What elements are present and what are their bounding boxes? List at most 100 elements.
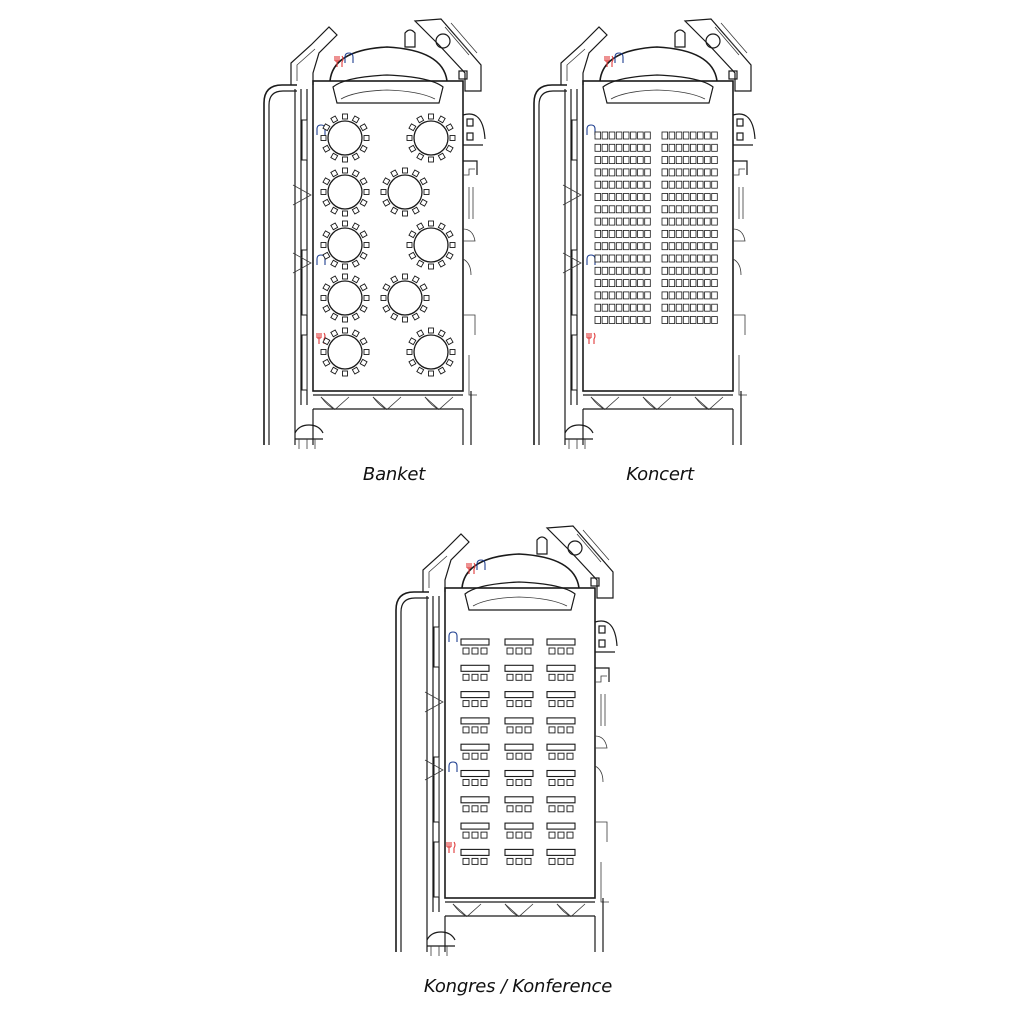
table-top xyxy=(327,227,363,263)
fork-knife-icon xyxy=(316,332,326,344)
seat-b1-r13-s5 xyxy=(623,279,630,288)
desk-chair xyxy=(515,779,523,786)
chair xyxy=(322,123,331,132)
seat-b1-r8-s3 xyxy=(608,217,616,226)
seat-b2-r5-s4 xyxy=(682,180,690,189)
chair xyxy=(419,198,428,207)
desk-chair xyxy=(524,752,532,760)
seat-b1-r15-s8 xyxy=(644,303,651,312)
table-top xyxy=(327,334,363,370)
desk-chair xyxy=(506,726,514,734)
seat-b2-r9-s4 xyxy=(682,229,690,238)
chair xyxy=(363,242,370,248)
floor-plan-kongres xyxy=(387,522,618,957)
desk-chair xyxy=(548,673,556,681)
desk-chair xyxy=(480,805,488,813)
seat-b2-r8-s5 xyxy=(689,217,697,226)
chair xyxy=(359,177,368,186)
desk-r1-c2 xyxy=(504,638,534,655)
seat-b2-r1-s8 xyxy=(711,131,718,140)
seat-b1-r6-s7 xyxy=(637,193,644,201)
lower-walls xyxy=(312,391,472,445)
right-column xyxy=(674,29,686,48)
chair xyxy=(402,316,408,323)
seat-b1-r14-s5 xyxy=(623,291,630,300)
seat-b2-r7-s8 xyxy=(711,205,718,214)
seat-b1-r3-s8 xyxy=(644,156,651,165)
seat-b2-r9-s8 xyxy=(711,229,718,238)
seat-b2-r11-s3 xyxy=(675,254,683,263)
upper-left-wall-inner xyxy=(566,48,586,81)
right-box-b xyxy=(736,132,744,141)
right-box-b xyxy=(598,639,606,648)
chair xyxy=(330,329,339,338)
chair xyxy=(322,198,331,207)
seat-b2-r11-s2 xyxy=(668,254,676,263)
chair xyxy=(363,349,370,355)
seat-b1-r6-s2 xyxy=(601,193,609,201)
seat-b1-r4-s7 xyxy=(637,168,644,177)
desk-r7-c2 xyxy=(504,796,534,813)
chair xyxy=(351,275,360,284)
seat-b1-r11-s3 xyxy=(608,254,616,263)
seat-b1-r1-s1 xyxy=(594,131,601,140)
seat-b1-r5-s4 xyxy=(615,180,623,189)
desk-chair xyxy=(548,805,556,813)
seat-b2-r3-s6 xyxy=(697,156,704,165)
bottom-door-1 xyxy=(590,396,620,410)
seat-b2-r16-s1 xyxy=(661,316,668,324)
seat-b1-r1-s6 xyxy=(630,131,637,140)
desk-chair xyxy=(548,726,556,734)
desk-r5-c2 xyxy=(504,743,534,760)
fork-icon-part xyxy=(604,56,610,67)
seat-b1-r14-s1 xyxy=(594,291,601,300)
seat-b1-r5-s5 xyxy=(623,180,630,189)
window-bay-0 xyxy=(433,626,440,668)
desk-top xyxy=(504,848,534,856)
seat-b2-r5-s1 xyxy=(661,180,668,189)
desk-top xyxy=(460,664,490,672)
round-table-8 xyxy=(380,273,430,323)
seat-b2-r11-s5 xyxy=(689,254,697,263)
lower-walls xyxy=(444,898,604,952)
desk-chair xyxy=(471,857,479,865)
seat-b2-r12-s1 xyxy=(661,266,668,275)
seat-b1-r9-s3 xyxy=(608,229,616,238)
desk-top xyxy=(504,691,534,699)
seat-b2-r4-s2 xyxy=(668,168,676,177)
seat-b2-r12-s4 xyxy=(682,266,690,275)
desk-chair xyxy=(515,673,523,681)
desk-chair xyxy=(548,831,556,839)
seat-b1-r12-s2 xyxy=(601,266,609,275)
seat-b2-r16-s2 xyxy=(668,316,676,324)
chair xyxy=(449,242,456,248)
fork-knife-icon xyxy=(586,332,596,344)
seat-b2-r8-s8 xyxy=(711,217,718,226)
seat-b2-r5-s7 xyxy=(704,180,711,189)
seat-b2-r12-s3 xyxy=(675,266,683,275)
seat-b1-r12-s1 xyxy=(594,266,601,275)
chair xyxy=(380,295,387,301)
knife-icon-part xyxy=(593,332,596,344)
bottom-door-2 xyxy=(504,903,534,917)
hanger-icon-part xyxy=(614,52,624,63)
desk-chair xyxy=(524,700,532,708)
chair xyxy=(320,242,327,248)
desk-top xyxy=(504,743,534,751)
seat-b2-r14-s7 xyxy=(704,291,711,300)
seat-b2-r2-s3 xyxy=(675,143,683,152)
desk-top xyxy=(460,691,490,699)
chair xyxy=(330,206,339,215)
desk-r8-c2 xyxy=(504,822,534,839)
seat-b2-r12-s6 xyxy=(697,266,704,275)
desk-chair xyxy=(480,673,488,681)
desk-chair xyxy=(471,673,479,681)
chair xyxy=(428,220,434,227)
seat-b1-r13-s1 xyxy=(594,279,601,288)
seat-b1-r15-s5 xyxy=(623,303,630,312)
desk-chair xyxy=(524,647,532,655)
chair xyxy=(351,206,360,215)
chair xyxy=(359,230,368,239)
stage-inner xyxy=(472,596,568,607)
chair xyxy=(437,366,446,375)
